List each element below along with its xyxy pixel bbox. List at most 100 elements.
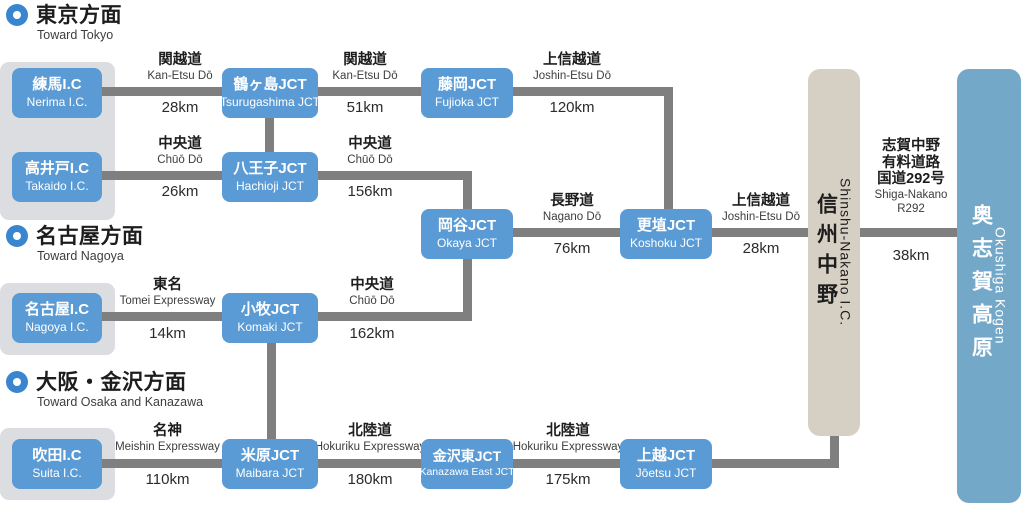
road-maibara-kanazawaeast xyxy=(300,459,430,468)
node-komaki-jct[interactable]: 小牧JCT Komaki JCT xyxy=(222,293,318,343)
distance-koshoku-nakano: 28km xyxy=(742,240,780,257)
distance-okaya-koshoku: 76km xyxy=(553,240,591,257)
road-name-jp: 上信越道 xyxy=(543,52,601,68)
panel-label-en: Shinshu-Nakano I.C. xyxy=(837,178,854,327)
node-label-en: Okaya JCT xyxy=(436,236,497,251)
road-name-jp: 中央道 xyxy=(348,136,392,152)
node-nerima-ic[interactable]: 練馬I.C Nerima I.C. xyxy=(12,68,102,118)
road-name-jp: 名神 xyxy=(153,423,182,439)
bullet-icon xyxy=(6,4,28,26)
node-maibara-jct[interactable]: 米原JCT Maibara JCT xyxy=(222,439,318,489)
bullet-icon xyxy=(6,225,28,247)
road-name-jp: 東名 xyxy=(153,277,182,293)
node-label-jp: 八王子JCT xyxy=(233,159,307,177)
road-fujioka-koshoku-vertical xyxy=(664,87,673,233)
road-name-jp: 上信越道 xyxy=(732,193,790,209)
road-suita-maibara xyxy=(100,459,230,468)
segment-label-komaki-okaya: 中央道 Chūō Dō xyxy=(312,277,432,308)
direction-group-osaka: 大阪・金沢方面 Toward Osaka and Kanazawa xyxy=(6,371,203,409)
segment-label-maibara-kanazawaeast: 北陸道 Hokuriku Expressway xyxy=(305,423,435,454)
node-label-jp: 名古屋I.C xyxy=(24,300,90,318)
node-nagoya-ic[interactable]: 名古屋I.C Nagoya I.C. xyxy=(12,293,102,343)
direction-title-en: Toward Nagoya xyxy=(37,249,124,263)
road-name-jp: 関越道 xyxy=(343,52,387,68)
direction-group-nagoya: 名古屋方面 Toward Nagoya xyxy=(6,225,144,263)
road-okaya-koshoku xyxy=(500,228,640,237)
road-joetsu-nakano-vertical xyxy=(830,430,839,468)
distance-kanazawaeast-joetsu: 175km xyxy=(545,471,591,488)
distance-takaido-hachioji: 26km xyxy=(161,183,199,200)
node-takaido-ic[interactable]: 高井戸I.C Takaido I.C. xyxy=(12,152,102,202)
segment-label-fujioka-koshoku: 上信越道 Joshin-Etsu Dō xyxy=(512,52,632,83)
node-label-jp: 練馬I.C xyxy=(32,75,82,93)
road-name-jp: 志賀中野有料道路国道292号 xyxy=(877,138,945,188)
road-name-en: Joshin-Etsu Dō xyxy=(533,69,611,82)
road-tsurugashima-fujioka xyxy=(300,87,430,96)
node-label-jp: 更埴JCT xyxy=(636,216,696,234)
distance-suita-maibara: 110km xyxy=(145,471,190,488)
road-name-en: Nagano Dō xyxy=(542,210,602,223)
road-name-en: Kan-Etsu Dō xyxy=(332,69,398,82)
road-tsurugashima-hachioji xyxy=(265,110,274,170)
distance-fujioka-koshoku: 120km xyxy=(549,99,595,116)
road-hachioji-okaya-vertical xyxy=(463,171,472,233)
road-name-en: Chūō Dō xyxy=(349,294,395,307)
road-name-en: Hokuriku Expressway xyxy=(314,440,426,453)
road-name-en: Chūō Dō xyxy=(157,153,203,166)
node-joetsu-jct[interactable]: 上越JCT Jōetsu JCT xyxy=(620,439,712,489)
segment-label-nagoya-komaki: 東名 Tomei Expressway xyxy=(105,277,230,308)
segment-label-kanazawaeast-joetsu: 北陸道 Hokuriku Expressway xyxy=(503,423,633,454)
node-label-en: Kanazawa East JCT xyxy=(419,466,515,479)
road-name-jp: 中央道 xyxy=(158,136,202,152)
node-label-jp: 吹田I.C xyxy=(32,446,82,464)
road-nakano-okushiga xyxy=(855,228,970,237)
node-label-en: Jōetsu JCT xyxy=(635,466,697,481)
road-nagoya-komaki xyxy=(100,312,230,321)
segment-label-okaya-koshoku: 長野道 Nagano Dō xyxy=(512,193,632,224)
node-label-en: Suita I.C. xyxy=(32,466,82,481)
road-hachioji-east xyxy=(300,171,472,180)
segment-label-koshoku-nakano: 上信越道 Joshin-Etsu Dō xyxy=(706,193,816,224)
node-label-jp: 上越JCT xyxy=(636,446,696,464)
road-koshoku-nakano xyxy=(700,228,810,237)
road-name-en: Meishin Expressway xyxy=(115,440,220,453)
segment-label-nerima-tsurugashima: 関越道 Kan-Etsu Dō xyxy=(110,52,250,83)
node-label-jp: 金沢東JCT xyxy=(432,448,502,464)
node-label-en: Fujioka JCT xyxy=(434,95,499,110)
road-name-en: Hokuriku Expressway xyxy=(512,440,624,453)
road-name-jp: 長野道 xyxy=(550,193,594,209)
node-okaya-jct[interactable]: 岡谷JCT Okaya JCT xyxy=(421,209,513,259)
node-tsurugashima-jct[interactable]: 鶴ヶ島JCT Tsurugashima JCT xyxy=(219,68,321,118)
node-suita-ic[interactable]: 吹田I.C Suita I.C. xyxy=(12,439,102,489)
node-fujioka-jct[interactable]: 藤岡JCT Fujioka JCT xyxy=(421,68,513,118)
node-label-jp: 高井戸I.C xyxy=(24,159,90,177)
node-label-en: Nerima I.C. xyxy=(26,95,88,110)
road-name-en: Joshin-Etsu Dō xyxy=(722,210,800,223)
road-name-jp: 北陸道 xyxy=(348,423,392,439)
road-joetsu-east xyxy=(700,459,839,468)
node-label-en: Tsurugashima JCT xyxy=(219,95,321,110)
road-name-jp: 北陸道 xyxy=(546,423,590,439)
road-komaki-okaya-vertical xyxy=(463,233,472,317)
road-name-jp: 中央道 xyxy=(350,277,394,293)
distance-komaki-okaya: 162km xyxy=(349,325,395,342)
road-nerima-tsurugashima xyxy=(100,87,260,96)
road-name-en: Kan-Etsu Dō xyxy=(147,69,213,82)
segment-label-tsurugashima-fujioka: 関越道 Kan-Etsu Dō xyxy=(305,52,425,83)
direction-group-tokyo: 東京方面 Toward Tokyo xyxy=(6,4,122,42)
panel-okushiga-kogen[interactable]: 奥志賀高原 Okushiga Kogen xyxy=(957,69,1021,503)
segment-label-takaido-hachioji: 中央道 Chūō Dō xyxy=(110,136,250,167)
distance-nerima-tsurugashima: 28km xyxy=(161,99,199,116)
direction-title-jp: 東京方面 xyxy=(36,3,122,27)
panel-label-en: Okushiga Kogen xyxy=(992,227,1009,345)
road-name-jp: 関越道 xyxy=(158,52,202,68)
road-name-en: Chūō Dō xyxy=(347,153,393,166)
panel-shinshu-nakano[interactable]: 信州中野 Shinshu-Nakano I.C. xyxy=(808,69,860,436)
node-label-jp: 藤岡JCT xyxy=(437,75,497,93)
node-koshoku-jct[interactable]: 更埴JCT Koshoku JCT xyxy=(620,209,712,259)
road-name-en: Tomei Expressway xyxy=(119,294,216,307)
node-hachioji-jct[interactable]: 八王子JCT Hachioji JCT xyxy=(222,152,318,202)
node-kanazawa-east-jct[interactable]: 金沢東JCT Kanazawa East JCT xyxy=(419,439,515,489)
